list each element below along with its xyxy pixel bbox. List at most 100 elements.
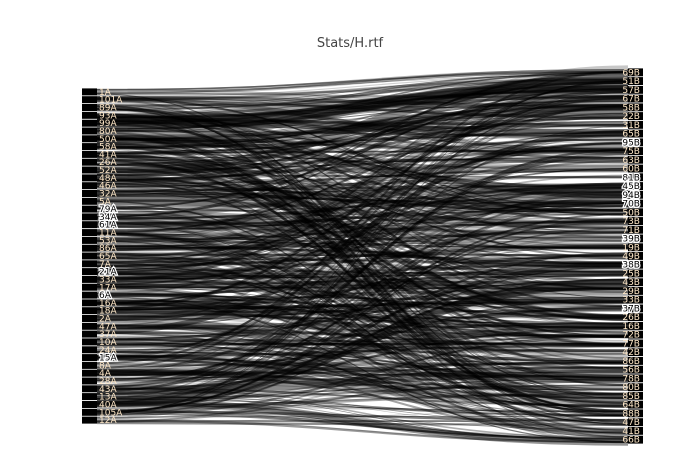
- right-label-50B: 50B: [622, 208, 640, 218]
- right-node-29B[interactable]: [628, 287, 643, 295]
- left-node-46A[interactable]: [82, 182, 97, 190]
- right-node-22B[interactable]: [628, 112, 643, 120]
- sankey-link: [96, 107, 629, 260]
- right-label-67B: 67B: [622, 95, 640, 105]
- right-node-42B[interactable]: [628, 348, 643, 357]
- right-node-50B[interactable]: [628, 208, 643, 217]
- sankey-link: [96, 220, 629, 425]
- right-node-64B[interactable]: [628, 400, 643, 409]
- right-node-86B[interactable]: [628, 357, 643, 365]
- right-node-41B[interactable]: [628, 426, 643, 435]
- left-node-26A[interactable]: [82, 158, 97, 166]
- left-node-5A[interactable]: [82, 197, 97, 205]
- right-node-72B[interactable]: [628, 330, 643, 339]
- left-node-28A[interactable]: [82, 377, 97, 385]
- left-node-12A[interactable]: [82, 416, 97, 424]
- right-node-51B[interactable]: [628, 77, 643, 85]
- right-node-43B[interactable]: [628, 278, 643, 287]
- right-node-65B[interactable]: [628, 129, 643, 138]
- right-node-31B[interactable]: [628, 120, 643, 129]
- right-node-19B[interactable]: [628, 243, 643, 252]
- left-node-18A[interactable]: [82, 307, 97, 315]
- right-node-58B[interactable]: [628, 103, 643, 112]
- right-node-49B[interactable]: [628, 252, 643, 260]
- right-node-63B[interactable]: [628, 155, 643, 164]
- left-node-11A[interactable]: [82, 229, 97, 237]
- right-node-75B[interactable]: [628, 147, 643, 155]
- left-node-93A[interactable]: [82, 111, 97, 119]
- right-node-16B[interactable]: [628, 322, 643, 330]
- right-node-25B[interactable]: [628, 269, 643, 278]
- left-node-99A[interactable]: [82, 119, 97, 127]
- right-node-38B[interactable]: [628, 260, 643, 269]
- left-node-4A[interactable]: [82, 369, 97, 377]
- sankey-link: [96, 135, 629, 155]
- right-node-56B[interactable]: [628, 365, 643, 374]
- left-label-10A: 10A: [99, 338, 117, 348]
- sankey-link: [96, 343, 629, 417]
- left-node-33A[interactable]: [82, 275, 97, 283]
- left-label-11A: 11A: [99, 229, 117, 239]
- left-node-47A[interactable]: [82, 322, 97, 330]
- right-label-75B: 75B: [622, 147, 640, 157]
- left-node-34A[interactable]: [82, 213, 97, 221]
- left-node-105A[interactable]: [82, 408, 97, 416]
- sankey-link: [96, 130, 629, 137]
- left-node-37A[interactable]: [82, 330, 97, 338]
- right-node-33B[interactable]: [628, 295, 643, 304]
- right-node-80B[interactable]: [628, 383, 643, 392]
- right-label-88B: 88B: [622, 409, 640, 419]
- right-node-39B[interactable]: [628, 234, 643, 243]
- left-node-17A[interactable]: [82, 283, 97, 291]
- right-node-69B[interactable]: [628, 68, 643, 77]
- left-node-86A[interactable]: [82, 244, 97, 252]
- right-node-88B[interactable]: [628, 409, 643, 418]
- left-node-32A[interactable]: [82, 190, 97, 197]
- left-node-80A[interactable]: [82, 127, 97, 135]
- left-node-15A[interactable]: [82, 354, 97, 362]
- right-node-66B[interactable]: [628, 435, 643, 444]
- left-node-1A[interactable]: [82, 88, 97, 96]
- left-node-6A[interactable]: [82, 291, 97, 299]
- left-node-41A[interactable]: [82, 150, 97, 158]
- right-node-71B[interactable]: [628, 225, 643, 234]
- left-node-24A[interactable]: [82, 346, 97, 354]
- left-node-89A[interactable]: [82, 104, 97, 111]
- sankey-link: [96, 263, 629, 280]
- right-node-45B[interactable]: [628, 182, 643, 190]
- left-node-58A[interactable]: [82, 143, 97, 151]
- left-node-21A[interactable]: [82, 268, 97, 276]
- right-node-85B[interactable]: [628, 391, 643, 400]
- right-node-78B[interactable]: [628, 374, 643, 383]
- right-node-47B[interactable]: [628, 418, 643, 427]
- left-node-79A[interactable]: [82, 205, 97, 213]
- left-node-40A[interactable]: [82, 401, 97, 408]
- left-node-61A[interactable]: [82, 221, 97, 229]
- left-node-50A[interactable]: [82, 135, 97, 143]
- right-node-81B[interactable]: [628, 173, 643, 182]
- left-node-13A[interactable]: [82, 393, 97, 401]
- right-node-77B[interactable]: [628, 339, 643, 348]
- left-node-43A[interactable]: [82, 385, 97, 393]
- left-node-65A[interactable]: [82, 252, 97, 260]
- right-node-37B[interactable]: [628, 304, 643, 313]
- right-node-94B[interactable]: [628, 190, 643, 199]
- right-node-67B[interactable]: [628, 94, 643, 103]
- left-node-48A[interactable]: [82, 174, 97, 182]
- sankey-link: [96, 381, 629, 399]
- left-node-101A[interactable]: [82, 96, 97, 104]
- right-node-60B[interactable]: [628, 164, 643, 173]
- right-node-73B[interactable]: [628, 217, 643, 225]
- left-node-2A[interactable]: [82, 315, 97, 322]
- right-label-72B: 72B: [622, 331, 640, 341]
- left-node-16A[interactable]: [82, 299, 97, 307]
- left-node-8A[interactable]: [82, 361, 97, 369]
- right-node-70B[interactable]: [628, 199, 643, 208]
- left-node-10A[interactable]: [82, 338, 97, 346]
- right-node-57B[interactable]: [628, 85, 643, 94]
- left-node-52A[interactable]: [82, 166, 97, 174]
- left-node-7A[interactable]: [82, 260, 97, 268]
- right-node-95B[interactable]: [628, 138, 643, 147]
- right-node-26B[interactable]: [628, 313, 643, 322]
- left-node-53A[interactable]: [82, 236, 97, 244]
